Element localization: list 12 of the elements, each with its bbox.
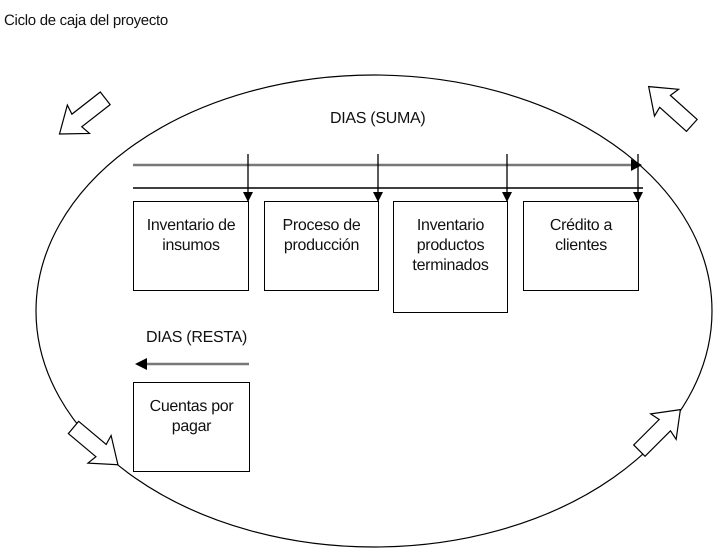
arrow xyxy=(243,154,253,202)
axis-label: DIAS (SUMA) xyxy=(330,110,426,128)
arrow xyxy=(633,154,643,202)
process-box: Proceso de producción xyxy=(264,201,379,291)
diagram-title: Ciclo de caja del proyecto xyxy=(4,12,168,29)
arrow xyxy=(373,154,383,202)
arrow xyxy=(502,154,512,202)
process-box: Crédito a clientes xyxy=(523,201,639,291)
axis-label: DIAS (RESTA) xyxy=(146,329,248,347)
process-box: Inventario de insumos xyxy=(133,201,249,291)
process-box: Inventario productos terminados xyxy=(393,201,508,313)
process-box: Cuentas por pagar xyxy=(133,382,250,472)
